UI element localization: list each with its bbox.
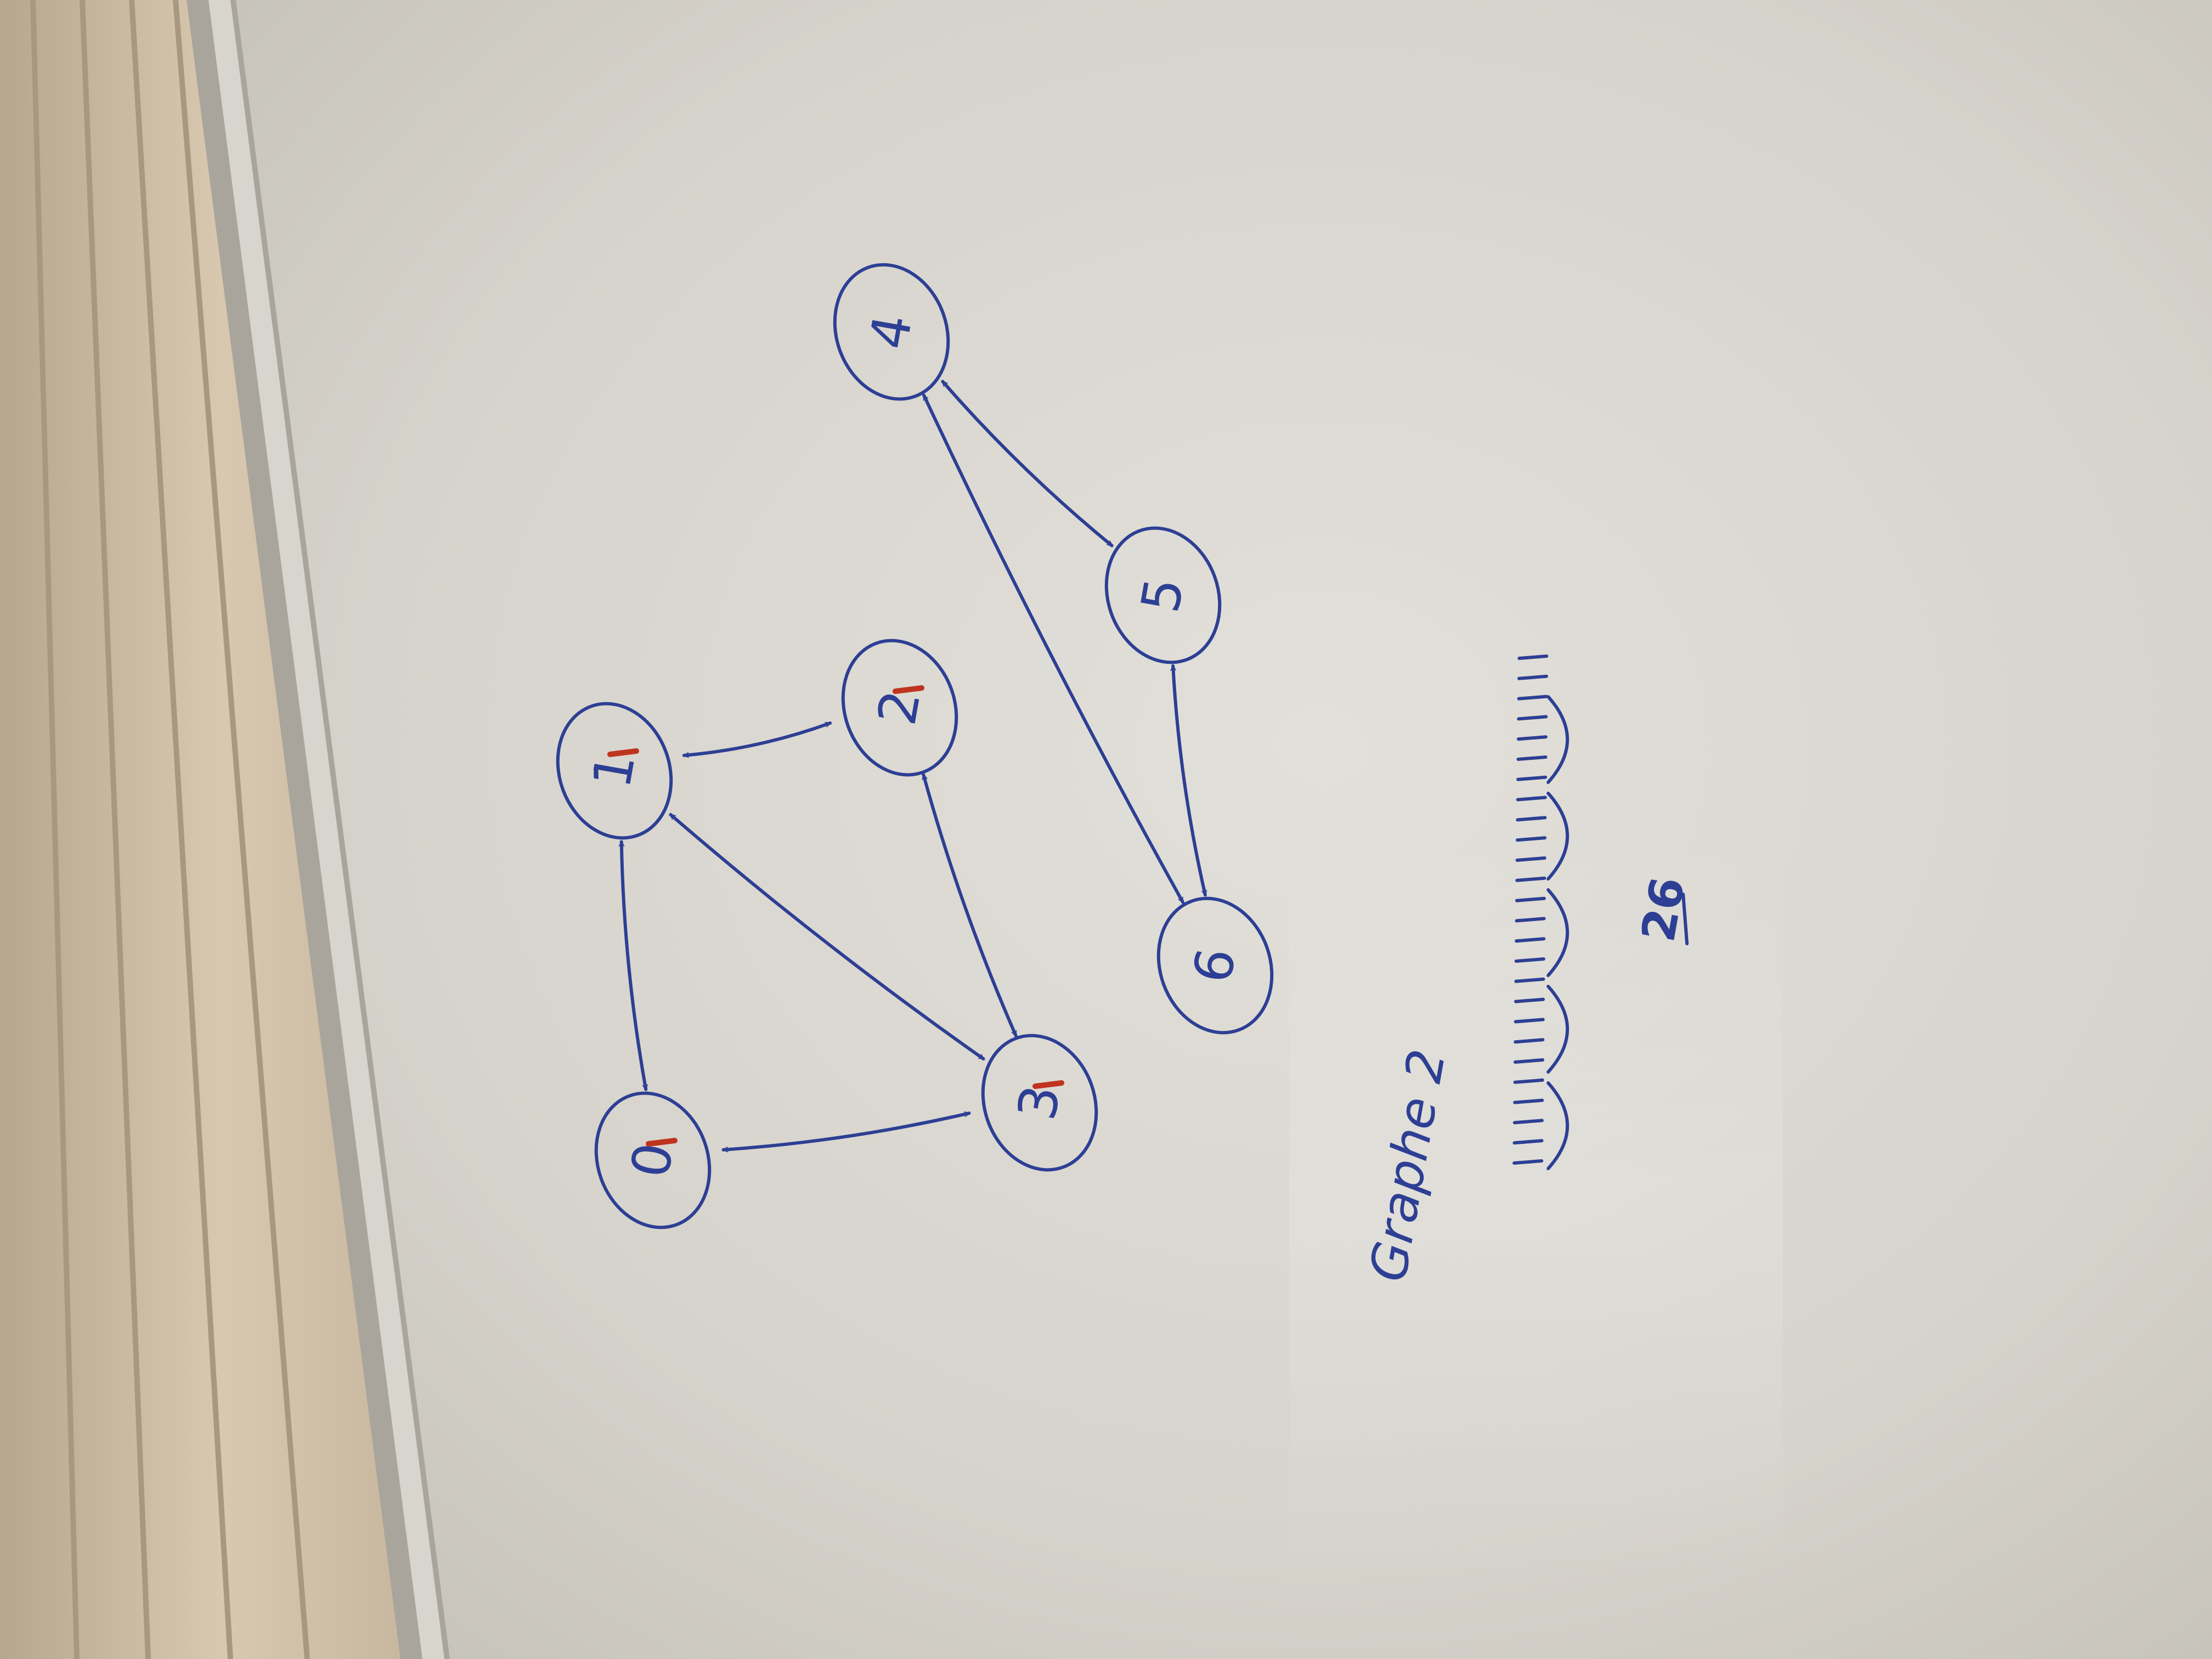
edge-0-3 [721,1113,971,1150]
node-2-circle [841,639,958,777]
tally-stroke [1516,795,1547,802]
tally-stroke [1514,997,1545,1003]
tally-stroke [1513,1159,1543,1165]
tally-group-bracket [1547,985,1569,1074]
tally-stroke [1513,1078,1544,1084]
tally-marks [1513,654,1569,1170]
wall-background [0,0,444,1659]
tally-group-bracket [1547,888,1569,977]
tally-stroke [1516,775,1547,781]
tally-stroke [1515,876,1547,882]
tally-stroke [1515,856,1547,862]
tally-group-bracket [1547,792,1569,881]
tally-stroke [1516,735,1548,741]
tally-stroke [1515,896,1546,902]
node-6-circle [1156,896,1274,1035]
board-surface [236,0,2212,1659]
node-5-circle [1104,526,1222,664]
board-frame-edge [208,0,444,1659]
tally-stroke [1516,755,1548,761]
edge-1-0 [622,840,646,1091]
tally-stroke [1513,1139,1544,1145]
tally-stroke [1515,836,1547,842]
tally-stroke [1517,654,1549,660]
wall-panel-lines [30,0,310,1659]
tally-stroke [1514,1018,1545,1024]
tally-stroke [1514,957,1545,963]
tally-stroke [1514,977,1545,983]
graph-edges [622,380,1205,1150]
tally-stroke [1513,1098,1544,1104]
node-4-circle [833,263,950,401]
tally-group-bracket [1547,1081,1569,1170]
board-glare [1289,823,1783,1591]
tally-stroke [1513,1058,1544,1064]
tally-stroke [1517,715,1548,721]
node-3-circle [981,1034,1098,1172]
tally-stroke [1514,1038,1545,1044]
edge-4-6 [922,393,1184,904]
node-1-circle [556,702,673,840]
tally-stroke [1517,695,1548,701]
node-3-red-mark [1032,1080,1064,1089]
edge-1-2 [682,721,832,755]
node-2-red-mark [893,685,924,694]
tally-stroke [1513,1119,1544,1125]
tally-stroke [1515,917,1546,923]
tally-group-bracket [1547,695,1569,784]
tally-stroke [1517,674,1548,680]
tally-stroke [1515,937,1546,943]
node-1-red-mark [607,748,639,757]
tally-stroke [1516,816,1547,822]
node-0-circle [594,1091,712,1229]
node-0-red-mark [646,1138,678,1147]
tally-count-underline [1681,893,1689,945]
